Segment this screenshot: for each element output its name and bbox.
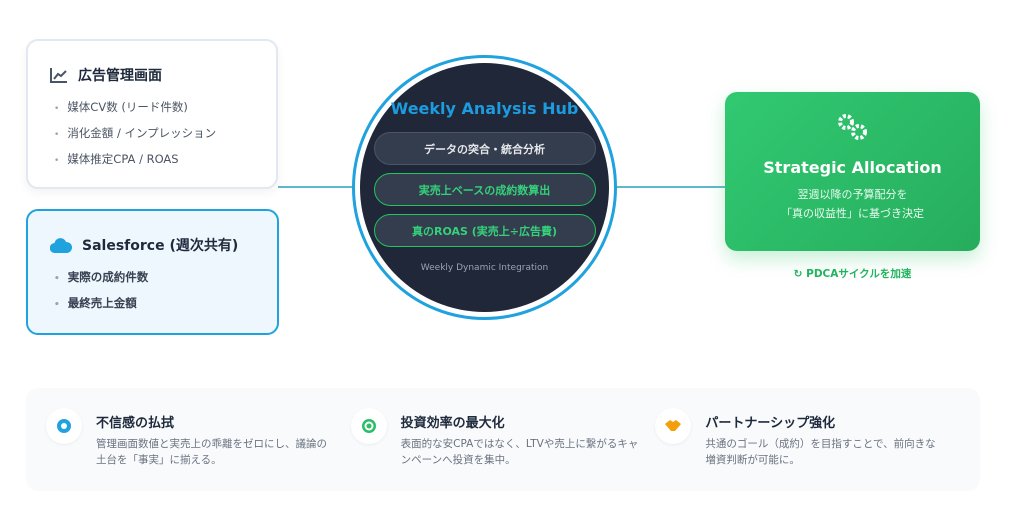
strategy-line1: 翌週以降の予算配分を xyxy=(797,188,908,201)
target-icon xyxy=(350,408,387,444)
benefit-desc: 表面的な安CPAではなく、LTVや売上に繋がるキャンペーンへ投資を集中。 xyxy=(400,438,639,466)
pdca-note: ↻ PDCAサイクルを加速 xyxy=(725,266,980,281)
benefit-title: 投資効率の最大化 xyxy=(400,416,505,431)
card-title: 広告管理画面 xyxy=(78,68,162,84)
benefit-item: パートナーシップ強化共通のゴール（成約）を目指すことで、前向きな増資判断が可能に… xyxy=(655,408,960,471)
hub-step: 真のROAS (実売上÷広告費) xyxy=(373,214,596,247)
list-item: 媒体推定CPA / ROAS xyxy=(50,147,254,173)
connector-right xyxy=(615,186,727,188)
benefit-title: パートナーシップ強化 xyxy=(705,416,836,431)
strategy-title: Strategic Allocation xyxy=(763,158,942,177)
eye-icon xyxy=(46,408,82,444)
connector-left xyxy=(278,186,354,188)
hub-footer: Weekly Dynamic Integration xyxy=(420,263,549,273)
list-item: 最終売上金額 xyxy=(50,291,255,317)
card-title: Salesforce (週次共有) xyxy=(82,238,239,254)
benefit-desc: 共通のゴール（成約）を目指すことで、前向きな増資判断が可能に。 xyxy=(705,438,936,466)
refresh-icon: ↻ xyxy=(793,268,807,280)
hub-step: データの突合・統合分析 xyxy=(373,132,596,165)
benefit-desc: 管理画面数値と実売上の乖離をゼロにし、議論の土台を「事実」に揃える。 xyxy=(96,438,327,466)
list-item: 媒体CV数 (リード件数) xyxy=(50,95,254,121)
benefits-panel: 不信感の払拭管理画面数値と実売上の乖離をゼロにし、議論の土台を「事実」に揃える。… xyxy=(26,388,980,491)
benefit-item: 投資効率の最大化表面的な安CPAではなく、LTVや売上に繋がるキャンペーンへ投資… xyxy=(350,408,656,471)
handshake-icon xyxy=(655,408,692,444)
pdca-text: PDCAサイクルを加速 xyxy=(806,268,912,280)
analysis-hub: Weekly Analysis Hub データの突合・統合分析 実売上ベースの成… xyxy=(352,55,617,320)
list-item: 消化金額 / インプレッション xyxy=(50,121,254,147)
hub-step: 実売上ベースの成約数算出 xyxy=(373,173,596,206)
benefit-item: 不信感の払拭管理画面数値と実売上の乖離をゼロにし、議論の土台を「事実」に揃える。 xyxy=(46,408,351,471)
gears-icon xyxy=(837,114,867,140)
list-item: 実際の成約件数 xyxy=(50,265,255,291)
chart-line-icon xyxy=(50,67,67,83)
hub-title: Weekly Analysis Hub xyxy=(390,99,579,118)
strategy-line2: 「真の収益性」に基づき決定 xyxy=(781,207,924,220)
strategic-allocation-card: Strategic Allocation 翌週以降の予算配分を 「真の収益性」に… xyxy=(725,92,980,251)
benefit-title: 不信感の払拭 xyxy=(96,416,175,431)
ad-platform-card: 広告管理画面 媒体CV数 (リード件数)消化金額 / インプレッション媒体推定C… xyxy=(26,39,278,189)
salesforce-card: Salesforce (週次共有) 実際の成約件数最終売上金額 xyxy=(26,209,279,335)
cloud-icon xyxy=(50,237,72,253)
